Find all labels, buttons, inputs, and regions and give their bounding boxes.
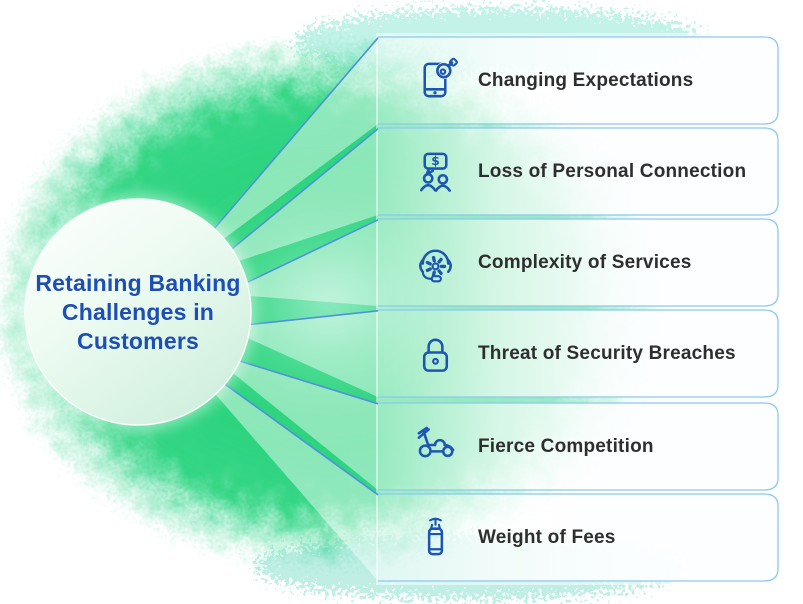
center-circle bbox=[20, 194, 256, 430]
connector-line bbox=[239, 360, 379, 405]
challenge-row-loss-of-personal-connection: $ Loss of Personal Connection bbox=[378, 128, 780, 215]
challenge-label: Changing Expectations bbox=[478, 69, 694, 91]
card-plates bbox=[378, 37, 778, 581]
beam bbox=[215, 384, 378, 581]
beam bbox=[232, 128, 378, 261]
figure-title-line: Retaining Banking bbox=[35, 270, 241, 296]
connector-lines bbox=[213, 37, 379, 496]
challenge-label: Fierce Competition bbox=[478, 435, 654, 457]
card-shape bbox=[378, 219, 778, 306]
connector-line bbox=[213, 37, 379, 230]
figure-title-line: Challenges in bbox=[61, 299, 215, 325]
svg-text:$: $ bbox=[431, 154, 440, 168]
connector-line bbox=[231, 128, 379, 250]
beam bbox=[214, 37, 378, 239]
challenge-label: Loss of Personal Connection bbox=[478, 160, 747, 182]
challenge-row-complexity-of-services: Complexity of Services bbox=[378, 219, 780, 306]
challenge-label: Weight of Fees bbox=[478, 526, 616, 548]
punching-bag-icon bbox=[412, 514, 459, 561]
connector-line bbox=[246, 219, 379, 284]
connector-line bbox=[224, 383, 379, 496]
challenge-row-changing-expectations: Changing Expectations bbox=[378, 37, 780, 124]
card-shape bbox=[378, 310, 778, 397]
challenge-row-fierce-competition: Fierce Competition bbox=[378, 403, 780, 490]
mobile-settings-icon bbox=[412, 57, 459, 104]
beam bbox=[247, 219, 378, 306]
figure-title-line: Customers bbox=[77, 328, 199, 354]
card-shape bbox=[378, 403, 778, 490]
card-shape bbox=[378, 494, 778, 581]
figure-title: Retaining Banking Challenges in Customer… bbox=[18, 269, 258, 356]
card-shape bbox=[378, 128, 778, 215]
connector-line bbox=[250, 310, 379, 326]
beam bbox=[248, 310, 378, 397]
race-car-icon bbox=[412, 423, 459, 470]
challenge-label: Threat of Security Breaches bbox=[478, 342, 736, 364]
challenge-row-threat-of-security-breaches: Threat of Security Breaches bbox=[378, 310, 780, 397]
cards-underlay bbox=[376, 33, 782, 585]
support-headset-gear-icon bbox=[412, 239, 459, 286]
challenge-label: Complexity of Services bbox=[478, 251, 692, 273]
card-borders bbox=[378, 36, 779, 582]
challenge-row-weight-of-fees: Weight of Fees bbox=[378, 494, 780, 581]
padlock-icon bbox=[412, 330, 459, 377]
people-money-chat-icon: $ bbox=[412, 148, 459, 195]
card-shape bbox=[378, 37, 778, 124]
